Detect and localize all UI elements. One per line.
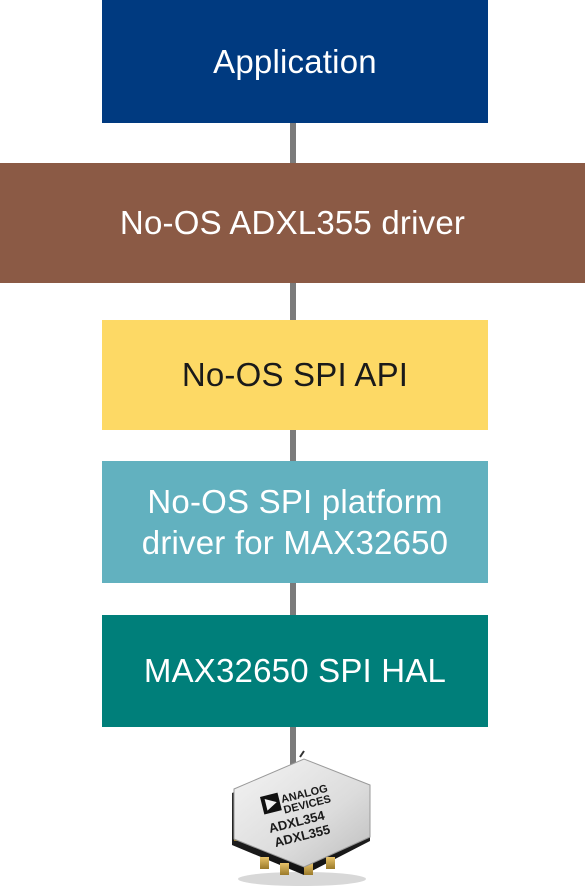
connector-application-driver — [290, 123, 296, 163]
analog-devices-triangle-icon — [260, 792, 282, 815]
adxl355-driver-label: No-OS ADXL355 driver — [119, 204, 466, 242]
application-layer: Application — [102, 0, 488, 123]
spi-platform-driver-label: No-OS SPI platform driver for MAX32650 — [141, 482, 449, 561]
connector-hal-chip — [290, 727, 296, 767]
connector-platform-hal — [290, 583, 296, 615]
chip-shadow — [238, 872, 366, 886]
adxl355-chip-image: ANALOG DEVICES ADXL354 ADXL355 — [220, 745, 380, 888]
chip-pin1-mark — [299, 750, 305, 758]
chip-top — [233, 758, 371, 868]
connector-driver-spi-api — [290, 283, 296, 320]
connector-spi-api-platform — [290, 430, 296, 461]
spi-hal-label: MAX32650 SPI HAL — [143, 652, 447, 690]
application-label: Application — [213, 42, 377, 80]
chip-pads-front — [260, 857, 335, 875]
spi-platform-driver-layer: No-OS SPI platform driver for MAX32650 — [102, 461, 488, 583]
adxl355-driver-layer: No-OS ADXL355 driver — [0, 163, 585, 283]
spi-hal-layer: MAX32650 SPI HAL — [102, 615, 488, 727]
spi-api-label: No-OS SPI API — [181, 356, 409, 394]
chip-illustration: ANALOG DEVICES ADXL354 ADXL355 — [232, 750, 371, 886]
spi-api-layer: No-OS SPI API — [102, 320, 488, 430]
